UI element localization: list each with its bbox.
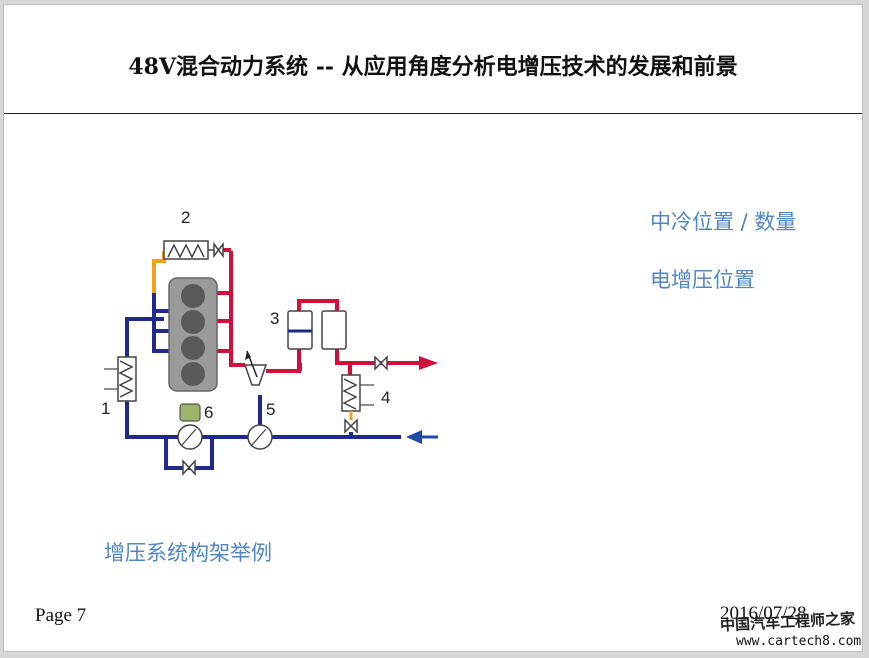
compressor-icon [247,424,273,450]
e-booster-motor [179,403,201,422]
exhaust-path [216,251,419,375]
exhaust-outlet-arrow [419,356,438,370]
e-booster-blade [181,428,197,446]
label-4: 4 [381,388,390,407]
aftertreatment [287,310,347,350]
label-3: 3 [270,309,279,328]
diagram-caption: 增压系统构架举例 [104,541,272,565]
note-e-booster-position: 电增压位置 [650,268,755,292]
watermark-url: www.cartech8.com [736,634,862,649]
slide: 48V混合动力系统 -- 从应用角度分析电增压技术的发展和前景 中冷位置 / 数… [3,4,863,652]
egr-path [152,251,166,293]
egr-cooler [163,240,231,260]
page-number: Page 7 [35,605,87,626]
bypass-valve-icon [182,459,196,476]
label-1: 1 [101,399,110,418]
turbocharger [243,350,268,386]
title-divider [4,113,862,114]
note-intercooler: 中冷位置 / 数量 [650,210,797,234]
slide-title: 48V混合动力系统 -- 从应用角度分析电增压技术的发展和前景 [128,54,738,80]
slide-date: 2016/07/28 [720,603,807,624]
engine-block [168,277,218,392]
exhaust-heat-exchanger [341,374,374,437]
label-6: 6 [204,403,213,422]
boost-system-diagram: 1 2 3 4 5 6 [101,208,438,476]
e-booster-compressor-icon [177,424,203,450]
exhaust-valve-icon [374,355,388,371]
label-5: 5 [266,400,275,419]
intercooler [104,356,137,402]
label-2: 2 [181,208,190,227]
compressor-blade [251,428,267,446]
